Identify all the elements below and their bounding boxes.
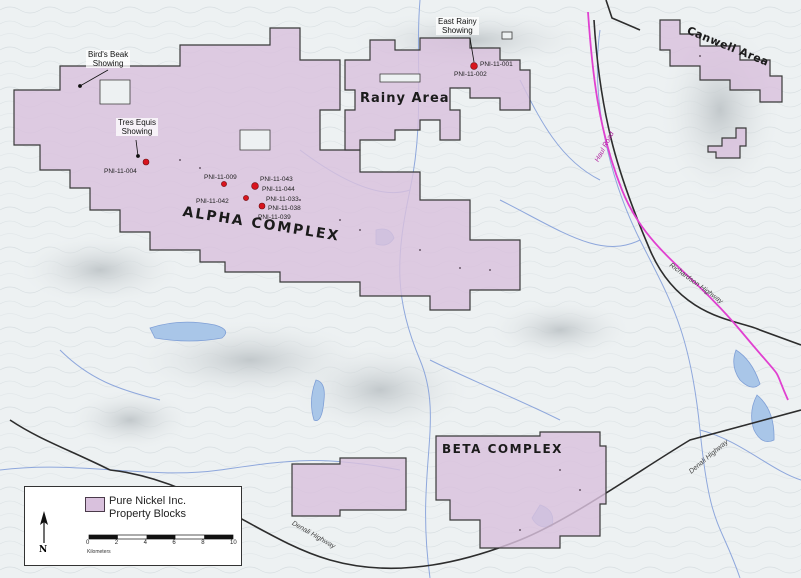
legend-line-2: Property Blocks [109, 508, 187, 520]
drillhole-label: PNI-11-042 [196, 198, 229, 205]
west-beta-block [291, 457, 407, 517]
drillhole-label: PNI-11-001 [480, 61, 513, 68]
legend-line-1: Pure Nickel Inc. [109, 495, 187, 507]
lake [311, 379, 325, 421]
scale-unit-label: Kilometers [87, 549, 111, 555]
north-arrow-icon [40, 511, 48, 543]
road-line-west [9, 419, 111, 471]
drillhole-label: PNI-11-004 [104, 168, 137, 175]
lake [751, 394, 775, 443]
tres-equis-showing-label: Tres Equis Showing [116, 118, 158, 136]
lake [149, 321, 227, 342]
drill-marker-pni-11-033 [258, 202, 266, 210]
birds-beak-showing-label: Bird's Beak Showing [86, 50, 131, 68]
drillhole-label: PNI-11-044 [262, 186, 295, 193]
drillhole-label: PNI-11-009 [204, 174, 237, 181]
scale-bar: 0 2 4 6 8 10 Kilometers [86, 534, 237, 558]
scale-tick-label: 10 [230, 540, 237, 546]
callout-leaders [78, 37, 475, 158]
east-rainy-showing-label: East Rainy Showing [436, 17, 479, 35]
rainy-area-block [344, 37, 531, 151]
mountain-relief [20, 10, 780, 450]
drill-marker-pni-11-001 [470, 62, 478, 70]
lake [733, 349, 761, 388]
richardson-highway-line [593, 19, 801, 346]
property-blocks [13, 19, 783, 549]
scale-ticks: 0 2 4 6 8 10 [86, 540, 237, 548]
beta-complex-label: BETA COMPLEX [442, 442, 563, 456]
rainy-area-label: Rainy Area [360, 91, 450, 106]
drillhole-label: PNI-11-043 [260, 176, 293, 183]
scale-bar-graphic [88, 534, 234, 540]
road-line-north [605, 0, 641, 31]
drillhole-label: PNI-11-039 [258, 214, 291, 221]
drillhole-label: PNI-11-033 [266, 196, 299, 203]
drillhole-label: PNI-11-038 [268, 205, 301, 212]
alpha-complex-block [13, 27, 521, 311]
map-legend: Pure Nickel Inc. Property Blocks N 0 2 4 6 8… [24, 486, 242, 566]
canwell-small-block [707, 127, 747, 159]
pipeline-line [587, 11, 789, 401]
scale-tick-label: 4 [143, 540, 147, 546]
drillhole-label: PNI-11-002 [454, 71, 487, 78]
scale-tick-label: 2 [114, 540, 119, 546]
north-label: N [39, 545, 48, 555]
beta-complex-block [435, 431, 607, 549]
scale-tick-label: 0 [86, 540, 90, 546]
scale-tick-label: 6 [172, 540, 176, 546]
sample-points [179, 55, 701, 531]
drill-markers [142, 62, 478, 210]
scale-tick-label: 8 [201, 540, 205, 546]
property-gaps [99, 31, 513, 151]
drill-marker-pni-11-042 [243, 195, 249, 201]
drill-marker-pni-11-009 [221, 181, 227, 187]
legend-text: Pure Nickel Inc. Property Blocks [109, 495, 186, 521]
property-block-swatch [85, 497, 105, 512]
drill-marker-pni-11-004 [142, 158, 150, 166]
canwell-area-block [659, 19, 783, 103]
drill-marker-pni-11-043 [251, 182, 259, 190]
